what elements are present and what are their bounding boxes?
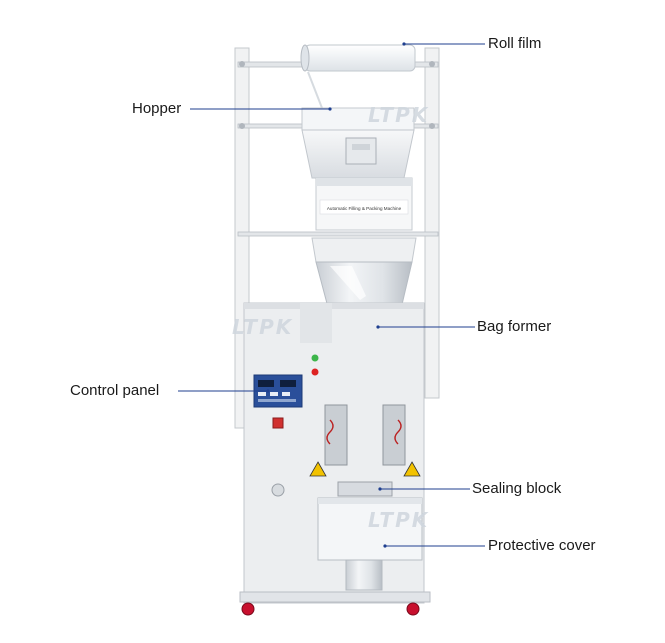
- watermark-bottom: LTPK: [368, 508, 430, 532]
- warning-left-icon: [309, 461, 327, 477]
- label-hopper: Hopper: [132, 100, 182, 117]
- leader-lines: [178, 43, 485, 547]
- roll-film-part: [300, 44, 416, 109]
- label-roll-film: Roll film: [488, 35, 542, 52]
- wheel-icon: [241, 602, 255, 616]
- alarm-indicator-icon: [311, 368, 319, 376]
- hopper-part: [301, 107, 415, 231]
- warning-right-icon: [403, 461, 421, 477]
- power-indicator-icon: [311, 354, 319, 362]
- wheel-icon: [406, 602, 420, 616]
- base: [239, 591, 431, 616]
- label-protective-cover: Protective cover: [488, 537, 596, 554]
- sealing-block-part: [309, 404, 421, 497]
- protective-cover-part: [317, 497, 423, 591]
- label-bag-former: Bag former: [477, 318, 552, 335]
- label-control-panel: Control panel: [70, 382, 160, 399]
- stop-button-icon: [272, 417, 284, 429]
- adjust-knob-icon: [271, 483, 285, 497]
- watermark-middle: LTPK: [232, 315, 294, 339]
- machine-plate: Automatic Filling & Packing Machine: [327, 206, 402, 211]
- label-sealing-block: Sealing block: [472, 480, 562, 497]
- watermark-top: LTPK: [368, 103, 430, 127]
